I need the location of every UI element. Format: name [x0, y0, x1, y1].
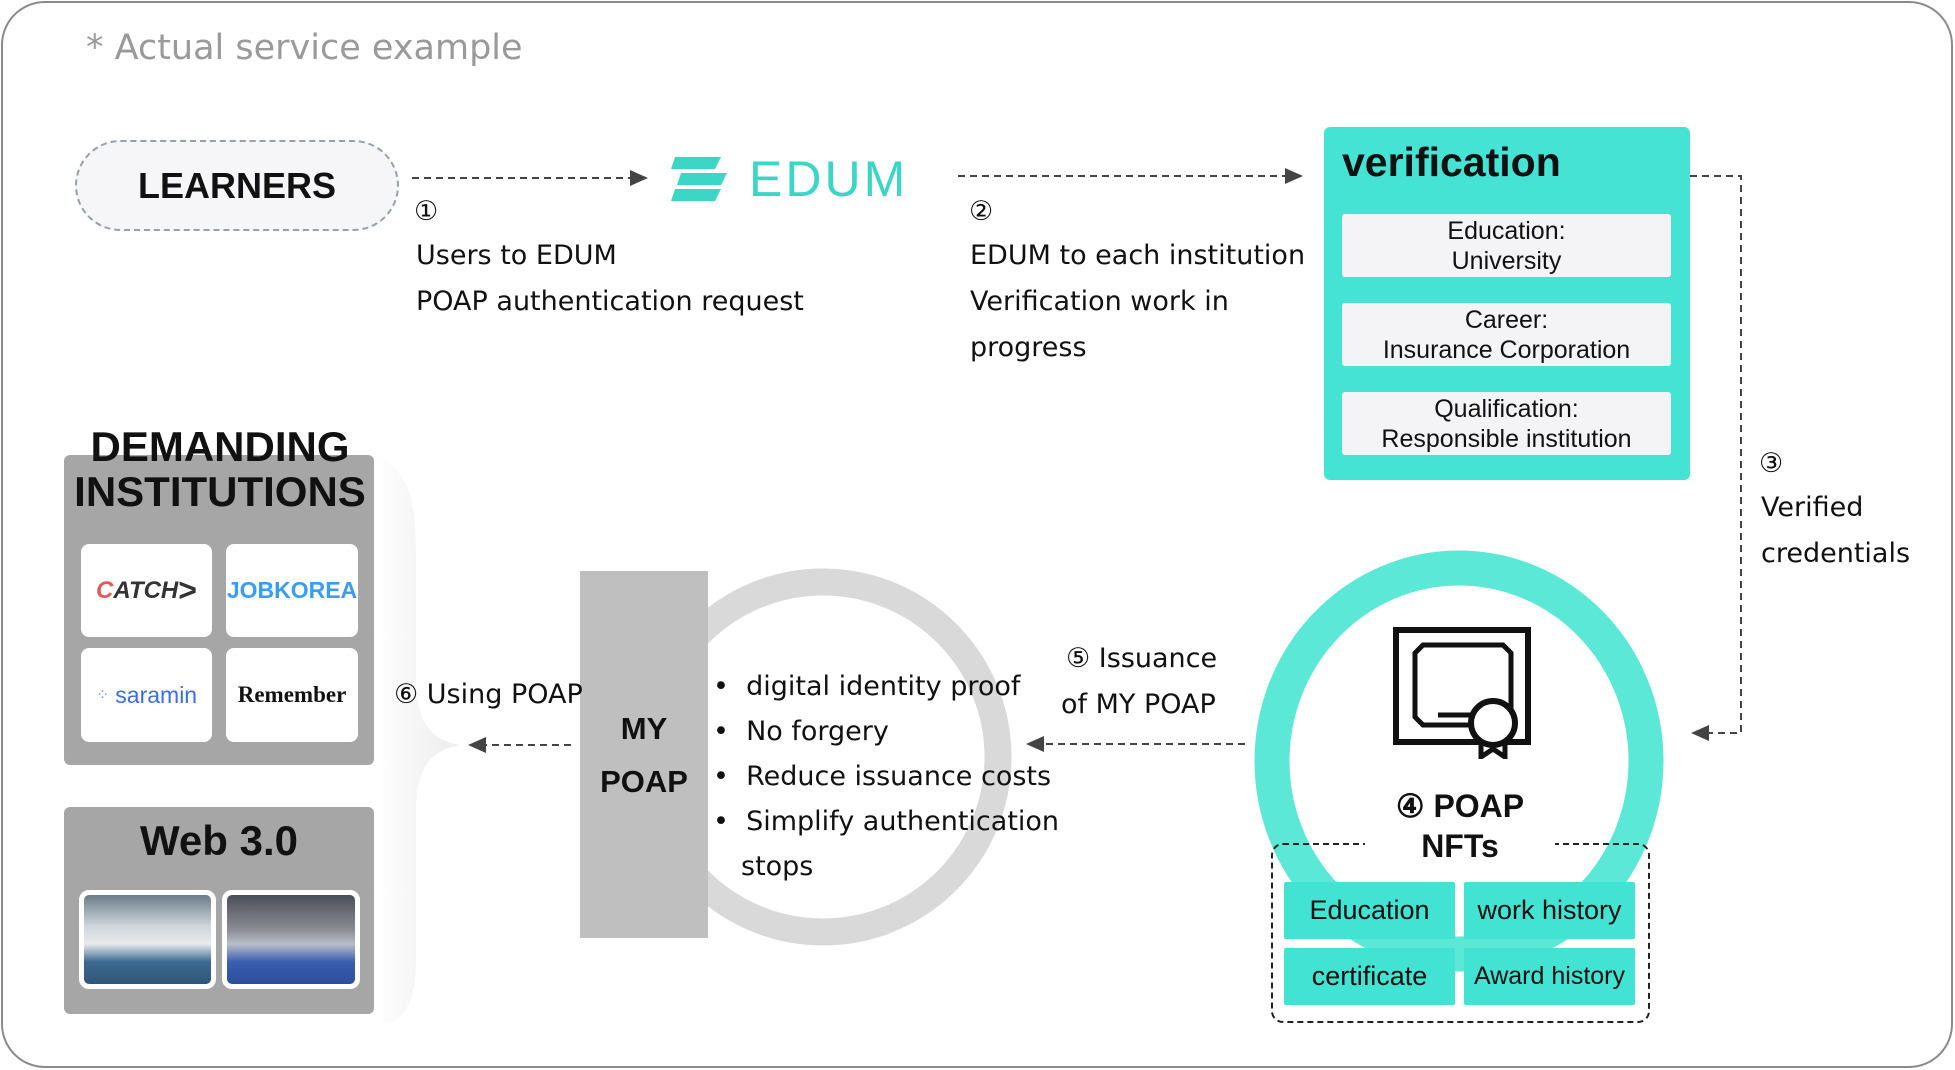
step2-line2: Verification work in — [970, 286, 1229, 317]
poap-nft-ring — [1254, 550, 1664, 972]
step6-label: ⑥ Using POAP — [394, 679, 583, 710]
poap-title-line2: NFTs — [1421, 828, 1499, 864]
benefit-item: • Reduce issuance costs — [713, 761, 1052, 792]
nft-cell-education: Education — [1284, 882, 1455, 939]
catch-chevron-icon: > — [178, 572, 197, 608]
logo-jobkorea: JOBKOREA — [226, 544, 358, 637]
item-value: University — [1451, 247, 1562, 275]
demanding-title-line1: DEMANDING — [90, 423, 350, 470]
bracket-shape — [374, 455, 460, 1025]
my-poap-benefits-list: • digital identity proof • No forgery • … — [713, 664, 1059, 889]
logo-catch: CATCH> — [81, 544, 212, 637]
learners-pill: LEARNERS — [75, 140, 399, 231]
my-poap-line2: POAP — [600, 763, 688, 799]
demanding-title-line2: INSTITUTIONS — [74, 468, 366, 515]
item-label: Education: — [1447, 217, 1566, 245]
arrow-step3 — [1690, 175, 1742, 741]
step1-number: ① — [414, 196, 439, 227]
verification-item-career: Career:Insurance Corporation — [1342, 303, 1671, 366]
my-poap-box: MY POAP — [580, 571, 708, 938]
item-label: Career: — [1464, 306, 1549, 334]
step1-line2: POAP authentication request — [416, 286, 804, 317]
step5-line1: ⑤ Issuance — [1066, 643, 1218, 674]
step2-line3: progress — [970, 332, 1087, 363]
metaverse-screenshot-2 — [222, 890, 360, 989]
logo-text: CATCH — [96, 576, 179, 604]
poap-title-line1: ④ POAP — [1395, 788, 1525, 824]
benefit-item-continued: stops — [741, 851, 814, 882]
verification-item-qualification: Qualification:Responsible institution — [1342, 392, 1671, 455]
logo-text: saramin — [115, 681, 198, 708]
nft-cell-award-history: Award history — [1464, 948, 1635, 1005]
benefit-item: • digital identity proof — [713, 671, 1021, 702]
edum-logo: EDUM — [671, 150, 908, 208]
verification-title: verification — [1342, 139, 1561, 185]
benefit-text: No forgery — [746, 716, 889, 747]
benefit-item: • No forgery — [713, 716, 889, 747]
web3-title: Web 3.0 — [140, 817, 298, 864]
poap-nfts-title: ④ POAP NFTs — [1365, 786, 1555, 866]
benefit-text: Simplify authentication — [746, 806, 1060, 837]
step3-line1: Verified — [1761, 492, 1864, 523]
nft-cell-work-history: work history — [1464, 882, 1635, 939]
verification-box: verification Education:University Career… — [1324, 127, 1690, 480]
certificate-icon — [1393, 627, 1531, 759]
step2-line1: EDUM to each institution — [970, 240, 1306, 271]
note-text: * Actual service example — [86, 28, 523, 68]
nft-cell-certificate: certificate — [1284, 948, 1455, 1005]
item-value: Responsible institution — [1381, 425, 1632, 453]
item-label: Qualification: — [1434, 395, 1579, 423]
step2-number: ② — [969, 196, 994, 227]
saramin-dots-icon: ⁘ — [95, 687, 110, 704]
metaverse-screenshot-1 — [79, 890, 216, 989]
edum-logo-text: EDUM — [749, 151, 909, 207]
demanding-title: DEMANDING INSTITUTIONS — [60, 424, 380, 514]
step3-line2: credentials — [1761, 538, 1911, 569]
step5-line2: of MY POAP — [1061, 689, 1216, 720]
step1-line1: Users to EDUM — [416, 240, 617, 271]
logo-saramin: ⁘ saramin — [81, 648, 212, 742]
edum-logo-mark-icon — [671, 157, 727, 201]
item-value: Insurance Corporation — [1382, 336, 1631, 364]
benefit-item: • Simplify authentication — [713, 806, 1060, 837]
step3-number: ③ — [1759, 448, 1784, 479]
my-poap-line1: MY — [620, 710, 668, 746]
verification-item-education: Education:University — [1342, 214, 1671, 277]
benefit-text: Reduce issuance costs — [746, 761, 1052, 792]
benefit-text: digital identity proof — [746, 671, 1021, 702]
logo-remember: Remember — [226, 648, 358, 742]
